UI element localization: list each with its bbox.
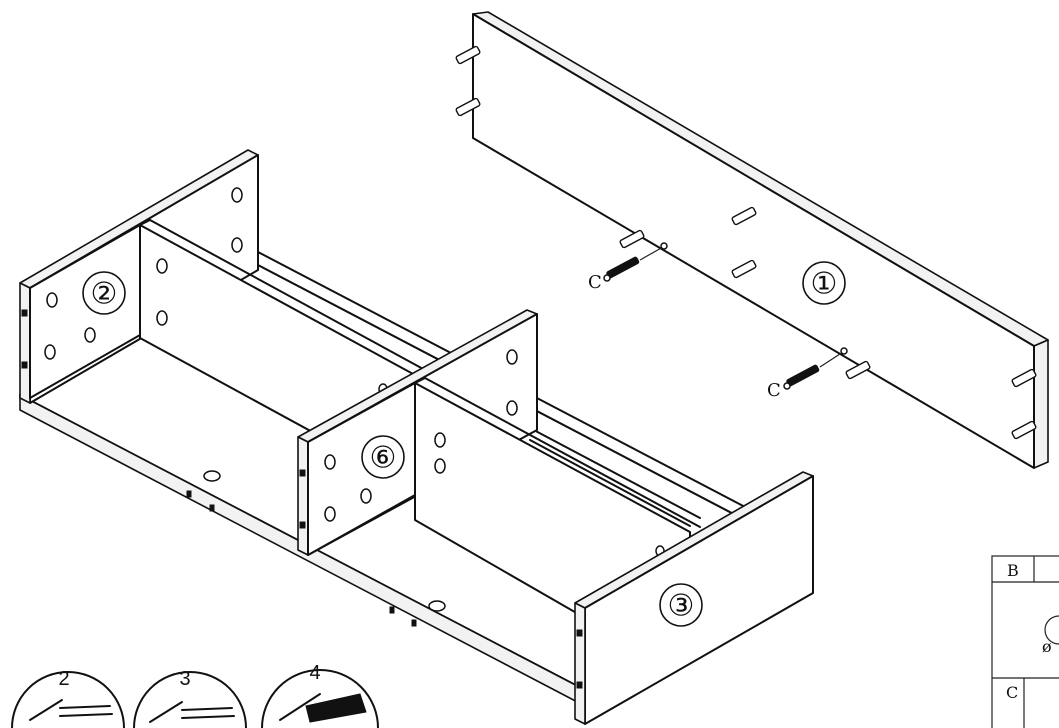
hardware-table-partial: B C ø — [991, 555, 1059, 728]
detail-circle-2 — [11, 671, 125, 728]
part-number-circle-3 — [659, 583, 703, 627]
part-number-1: ① — [811, 267, 838, 302]
part-number-3: ③ — [668, 589, 695, 624]
part-number-6: ⑥ — [370, 441, 397, 476]
table-partial-text: ø — [1042, 637, 1052, 656]
detail-circle-4 — [261, 669, 379, 728]
detail-views: 2 3 4 — [11, 662, 379, 728]
table-label-c: C — [1006, 683, 1018, 702]
part-number-2: ② — [91, 277, 118, 312]
detail-step-3: 3 — [179, 668, 190, 690]
back-panel-1: C C ① — [455, 11, 1049, 469]
cam-bolt-upper — [603, 242, 668, 282]
end-panel-3: ③ — [574, 471, 814, 725]
part-number-circle-2 — [82, 271, 126, 315]
right-bay-inner-board — [414, 377, 701, 616]
part-number-circle-1 — [802, 261, 846, 305]
cam-bolt-label-lower: C — [767, 380, 781, 401]
detail-step-4: 4 — [309, 662, 320, 684]
detail-circle-3 — [133, 671, 247, 728]
cam-bolt-label-upper: C — [588, 272, 602, 293]
part-number-circle-6 — [361, 435, 405, 479]
detail-step-2: 2 — [58, 668, 69, 690]
cam-bolt-lower — [783, 347, 848, 390]
table-label-b: B — [1007, 561, 1019, 580]
